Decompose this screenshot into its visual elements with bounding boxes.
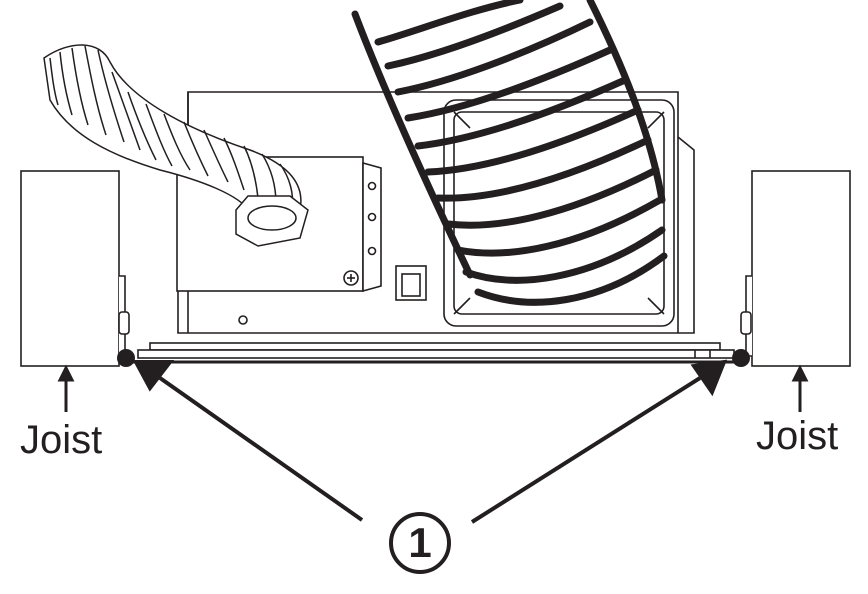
- flex-duct-left: [43, 44, 309, 247]
- bracket-right: [740, 275, 752, 357]
- screw-right: [732, 349, 750, 367]
- flex-duct-center: [351, 0, 668, 306]
- mounting-rail: [125, 342, 742, 364]
- joist-right: [751, 170, 851, 367]
- joist-right-arrow: [791, 364, 809, 412]
- callout-number: 1: [408, 519, 432, 566]
- joist-right-label: Joist: [756, 414, 839, 458]
- joist-left-arrow: [57, 364, 75, 412]
- callout-arrow-right: [470, 359, 728, 524]
- joist-left: [20, 170, 120, 367]
- bracket-left: [118, 275, 130, 357]
- callout-arrow-left: [132, 360, 364, 522]
- joist-left-label: Joist: [20, 418, 103, 462]
- screw-left: [117, 349, 135, 367]
- callout-circle: [389, 512, 451, 574]
